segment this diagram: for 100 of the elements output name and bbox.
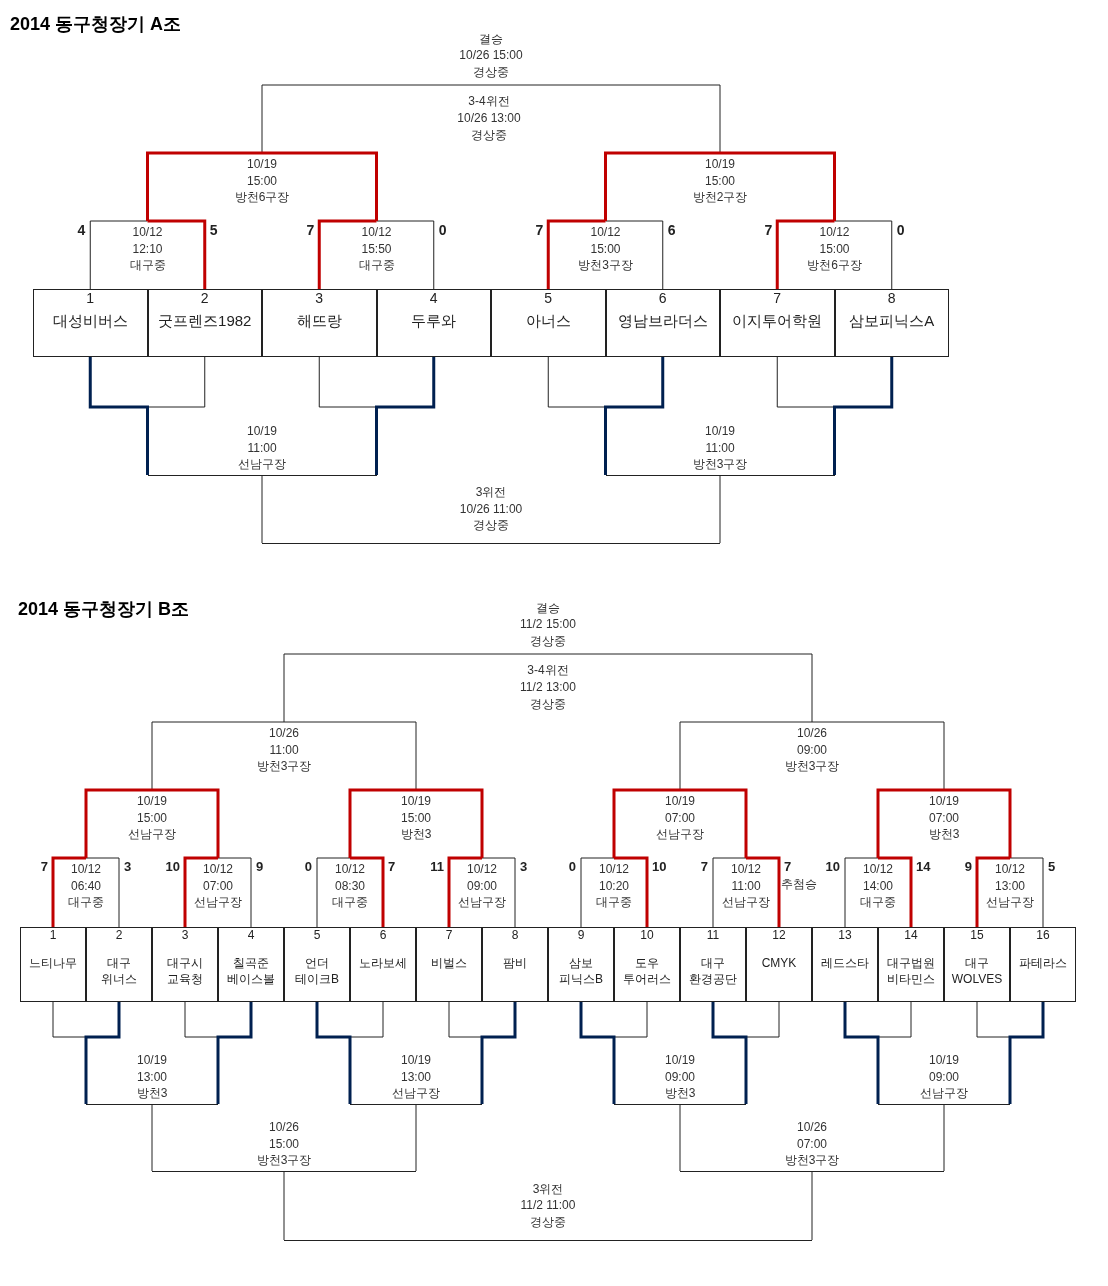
team-name: 굿프렌즈1982 [158, 311, 252, 330]
match-info: 13:00 [137, 1068, 167, 1085]
bracket-line [375, 357, 436, 475]
match-info: 선남구장 [986, 894, 1034, 911]
team-box [491, 289, 606, 357]
match-info: 대구중 [68, 894, 104, 911]
team-box [720, 289, 835, 357]
bracket-line [88, 357, 149, 475]
seed-number: 3 [315, 290, 324, 307]
match-info: 방천3 [664, 1085, 696, 1102]
seed-number: 6 [379, 928, 387, 943]
team-name: 해뜨랑 [296, 311, 342, 330]
match-info: 15:00 [590, 240, 621, 257]
match-info: 10:20 [599, 877, 629, 894]
seed-number: 5 [313, 928, 321, 943]
bracket-line [943, 1103, 945, 1172]
seed-number: 6 [658, 290, 667, 307]
match-info: 09:00 [665, 1068, 695, 1085]
match-info: 경상중 [530, 1213, 566, 1230]
match-info: 10/12 [995, 861, 1025, 878]
bracket-line [746, 856, 781, 927]
bracket-line [481, 857, 516, 928]
team-box [86, 927, 152, 1002]
match-info: 09:00 [929, 1068, 959, 1085]
seed-number: 8 [887, 290, 896, 307]
bracket-line [614, 856, 649, 927]
match-info: 10/12 [819, 224, 850, 241]
bracket-line [604, 357, 665, 475]
bracket-line [416, 788, 484, 858]
match-info: 10/19 [929, 793, 959, 810]
team-name: 두루와 [411, 311, 457, 330]
match-info: 07:00 [665, 809, 695, 826]
bracket-line [547, 653, 813, 723]
match-info: 경상중 [471, 127, 507, 144]
match-info: 대구중 [358, 257, 395, 274]
match-info: 경상중 [530, 632, 566, 649]
bracket-line [51, 856, 86, 927]
seed-number: 5 [544, 290, 553, 307]
bracket-line [580, 857, 615, 928]
match-info: 선남구장 [722, 894, 770, 911]
seed-number: 8 [511, 928, 519, 943]
match-info: 대구중 [332, 894, 368, 911]
match-info: 대구중 [596, 894, 632, 911]
match-info: 3-4위전 [468, 93, 510, 110]
bracket-line [720, 151, 836, 221]
team-box [812, 927, 878, 1002]
team-box [350, 927, 416, 1002]
seed-number: 1 [49, 928, 57, 943]
team-name: 대성비버스 [52, 311, 128, 330]
bracket-line [85, 857, 120, 928]
match-info: 방천3구장 [784, 758, 840, 775]
team-box [284, 927, 350, 1002]
match-info: 13:00 [401, 1068, 431, 1085]
match-info: 09:00 [797, 741, 827, 758]
match-info: 방천3구장 [256, 758, 312, 775]
match-info: 방천3 [136, 1085, 168, 1102]
score-label: 4 [77, 222, 86, 238]
bracket-line [480, 1002, 517, 1104]
team-name: 영남브라더스 [617, 311, 708, 330]
bracket-line [834, 220, 893, 290]
team-box [614, 927, 680, 1002]
match-info: 15:00 [247, 172, 277, 189]
seed-number: 9 [577, 928, 585, 943]
team-name: 노라보세 [359, 955, 407, 971]
team-box [147, 289, 262, 357]
score-label: 5 [209, 222, 218, 238]
heading: 2014 동구청장기 A조 [10, 13, 182, 35]
match-info: 선남구장 [458, 894, 506, 911]
match-info: 10/19 [929, 1052, 959, 1069]
match-info: 10/12 [467, 861, 497, 878]
match-info: 경상중 [530, 696, 566, 713]
match-info: 3위전 [532, 1180, 564, 1197]
team-box [416, 927, 482, 1002]
match-info: 방천3 [400, 826, 432, 843]
match-info: 10/26 [797, 1119, 827, 1136]
match-info: 선남구장 [128, 826, 176, 843]
team-name: 비벌스 [431, 955, 467, 971]
match-info: 07:00 [797, 1135, 827, 1152]
team-box [482, 927, 548, 1002]
match-info: 15:00 [705, 172, 735, 189]
seed-number: 10 [640, 928, 654, 943]
match-info: 선남구장 [920, 1085, 968, 1102]
match-info: 11:00 [269, 741, 299, 758]
team-box [33, 289, 148, 357]
bracket-line [84, 1002, 121, 1104]
team-name: 도우 투어러스 [622, 955, 672, 987]
match-info: 14:00 [863, 877, 893, 894]
team-name: 대구 위너스 [100, 955, 138, 987]
match-info: 10/12 [731, 861, 761, 878]
team-name: 대구시 교육청 [166, 955, 204, 987]
match-info: 10/12 [590, 224, 621, 241]
team-name: 팜비 [503, 955, 527, 971]
team-name: 이지투어학원 [732, 311, 823, 330]
match-info: 선남구장 [238, 456, 286, 473]
match-info: 방천3구장 [692, 456, 748, 473]
match-info: 10/19 [705, 423, 735, 440]
match-info: 10/12 [203, 861, 233, 878]
bracket-line [876, 788, 944, 858]
seed-number: 14 [904, 928, 918, 943]
match-info: 방천6구장 [807, 257, 862, 274]
